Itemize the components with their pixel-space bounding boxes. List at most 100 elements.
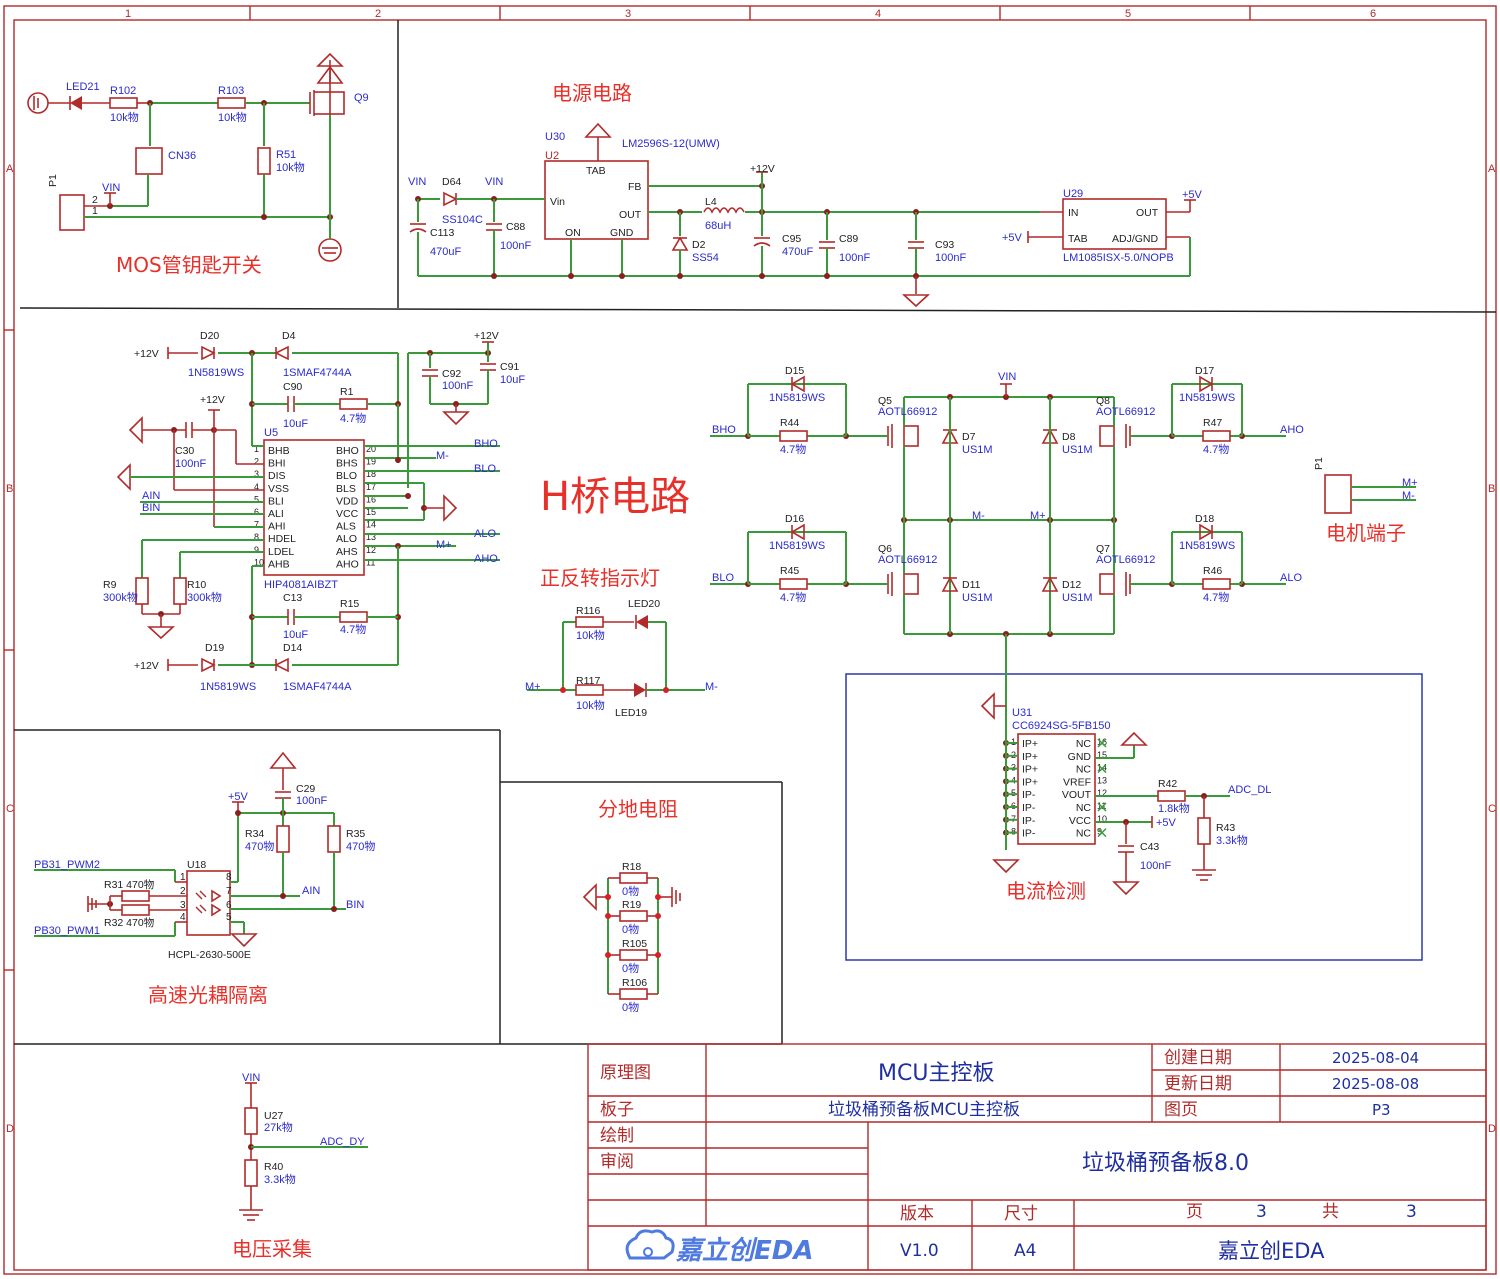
u5-pin-right-14: ALS [336,521,356,533]
u18-pin-num: 7 [226,886,232,897]
r51-label: R51 [276,149,296,161]
r117-value: 10k物 [576,698,605,712]
motor-mminus: M- [1402,490,1415,502]
row-ruler: A B C D A B C D [4,163,1496,1135]
q7-label: Q7 [1096,543,1110,555]
r44-label: R44 [780,417,799,429]
pin-in: IN [1068,207,1079,219]
row-c: C [6,803,14,815]
row-b-right: B [1488,483,1495,495]
led-mplus: M+ [525,681,541,693]
drawn-label: 绘制 [600,1126,634,1146]
c43-ground-icon [1112,881,1140,896]
opto-bin: BIN [346,899,364,911]
r31-icon [121,890,150,902]
col-4: 4 [875,8,881,20]
voltage-sense-title: 电压采集 [232,1237,312,1261]
d15-diode-icon [790,375,805,393]
ground-resistor-icon [619,949,648,961]
row-b: B [6,483,13,495]
c13-value: 10uF [283,629,308,641]
r35-value: 470物 [346,839,375,853]
u18-pin-num: 1 [180,872,186,883]
d64-diode-icon [443,191,458,207]
u27-resistor-icon [244,1107,258,1135]
ground-resistor-value: 0物 [622,1000,639,1014]
r15-icon [339,611,368,623]
pin-fb: FB [628,181,641,193]
r9-value: 300k物 [103,590,138,604]
pin-gnd: GND [610,227,634,239]
u31-pin-right-16: NC [1076,738,1092,750]
plus5v-out-label: +5V [1182,189,1203,201]
alo-net-label: ALO [1280,572,1302,584]
c113-value: 470uF [430,246,461,258]
q7-value: AOTL66912 [1096,554,1155,566]
pin-adj: ADJ/GND [1112,233,1159,245]
junction [605,894,611,900]
motor-mplus: M+ [1402,477,1418,489]
u5-pin-num: 17 [366,482,376,492]
row-c-right: C [1488,803,1496,815]
r34-icon [276,825,290,853]
u5-pin-num: 8 [254,532,259,542]
l4-label: L4 [705,196,717,208]
l4-value: 68uH [705,220,731,232]
d16-diode-icon [790,523,805,541]
opto-plus5v: +5V [228,791,249,803]
power-ground-icon [901,294,931,308]
r103-value: 10k物 [218,110,247,124]
u31-cc6924-icon [1017,733,1096,845]
c92-label: C92 [442,368,461,380]
u5-pin-num: 20 [366,444,376,454]
net-blo: BLO [474,463,496,475]
r32-label: R32 470物 [104,916,154,929]
d20-label: D20 [200,330,219,342]
current-sense-title: 电流检测 [1006,879,1086,903]
mos-switch-title: MOS管钥匙开关 [116,253,262,277]
u31-pin-left-8: IP- [1022,828,1036,840]
created-date: 2025-08-04 [1332,1049,1419,1067]
no-connect-icon [1097,764,1107,774]
mos-switch-section: LED21 R102 10k物 R103 10k物 R51 10k物 CN36 … [27,52,369,277]
jlc-logo-text: 嘉立创EDA [675,1236,813,1266]
u31-label: U31 [1012,707,1032,719]
blo-net-label: BLO [712,572,734,584]
u5-pin-right-12: AHS [336,546,358,558]
ground-resistor-label: R19 [622,899,641,911]
tab-power-icon [584,122,612,138]
updated-label: 更新日期 [1164,1074,1232,1094]
u18-part: HCPL-2630-500E [168,949,251,961]
motor-p1-label: P1 [1313,457,1325,470]
d16-value: 1N5819WS [769,540,825,552]
u5-pin-num: 9 [254,545,259,555]
c91-label: C91 [500,361,519,373]
optocoupler-title: 高速光耦隔离 [148,983,268,1007]
r102-value: 10k物 [110,110,139,124]
u18-pin-num: 8 [226,872,232,883]
u31-pin-left-1: IP+ [1022,738,1038,750]
pin-tab2: TAB [1068,233,1088,245]
r51-value: 10k物 [276,160,305,174]
r9-ground-icon [146,626,176,640]
col-2: 2 [375,8,381,20]
r47-icon [1202,430,1231,442]
u31-pin-num: 10 [1097,814,1107,824]
d19-label: D19 [205,642,224,654]
u5-pin-left-3: DIS [268,470,286,482]
u2-label: U2 [545,150,559,162]
dis-ground-icon [116,463,131,491]
junction [655,913,661,919]
d14-value: 1SMAF4744A [283,681,352,693]
optocoupler-section: PB31_PWM2 PB30_PWM1 R31 470物 R32 470物 U1… [34,751,375,1007]
current-sense-box [845,673,1423,961]
junction [655,952,661,958]
aho-net-label: AHO [1280,424,1304,436]
u31-pin-left-6: IP- [1022,802,1036,814]
d64-label: D64 [442,176,461,188]
gnd-pin-icon [1120,731,1148,746]
schematic-label: 原理图 [600,1063,651,1083]
c43-label: C43 [1140,841,1159,853]
project-name: 垃圾桶预备板8.0 [1082,1151,1249,1176]
